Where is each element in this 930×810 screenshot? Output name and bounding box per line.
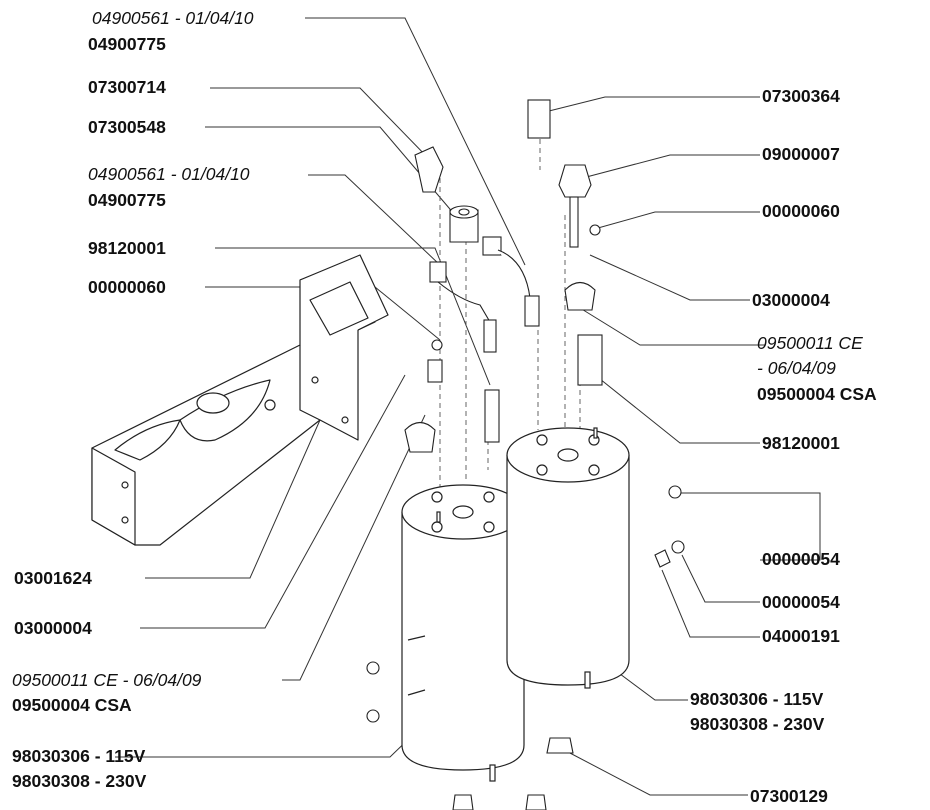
label-98120001-right: 98120001: [762, 433, 840, 453]
label-left-115v: 98030306 - 115V: [12, 746, 146, 766]
label-right-ce: 09500011 CE: [757, 333, 863, 353]
label-09000007: 09000007: [762, 144, 840, 164]
label-98120001-left: 98120001: [88, 238, 166, 258]
label-left-230v: 98030308 - 230V: [12, 771, 147, 791]
mounting-bracket: [91, 254, 389, 546]
fittings: [366, 99, 685, 810]
label-right-230v: 98030308 - 230V: [690, 714, 825, 734]
label-top-current: 04900775: [88, 34, 166, 54]
label-04000191: 04000191: [762, 626, 840, 646]
label-right-115v: 98030306 - 115V: [690, 689, 824, 709]
label-07300364: 07300364: [762, 86, 840, 106]
label-07300714: 07300714: [88, 77, 166, 97]
label-00000054-b: 00000054: [762, 592, 840, 612]
label-07300129: 07300129: [750, 786, 828, 806]
label-03001624: 03001624: [14, 568, 92, 588]
label-07300548: 07300548: [88, 117, 166, 137]
right-csa-tag: CSA: [839, 384, 877, 404]
label-mid-current: 04900775: [88, 190, 166, 210]
right-csa-number: 09500004: [757, 384, 835, 404]
label-right-csa: 09500004 CSA: [757, 384, 877, 405]
label-right-ce-date: - 06/04/09: [757, 358, 836, 378]
label-03000004-left: 03000004: [14, 618, 92, 638]
label-left-csa: 09500004 CSA: [12, 695, 132, 716]
left-csa-tag: CSA: [94, 695, 132, 715]
label-03000004-right: 03000004: [752, 290, 830, 310]
label-mid-superseded: 04900561 - 01/04/10: [88, 164, 250, 184]
label-00000060-left: 00000060: [88, 277, 166, 297]
label-00000054-a: 00000054: [762, 549, 840, 569]
label-00000060-right: 00000060: [762, 201, 840, 221]
label-left-ce: 09500011 CE - 06/04/09: [12, 670, 202, 690]
left-csa-number: 09500004: [12, 695, 90, 715]
label-top-superseded: 04900561 - 01/04/10: [92, 8, 254, 28]
boiler-tank-front: [401, 484, 525, 782]
boiler-tank-rear: [506, 427, 630, 689]
